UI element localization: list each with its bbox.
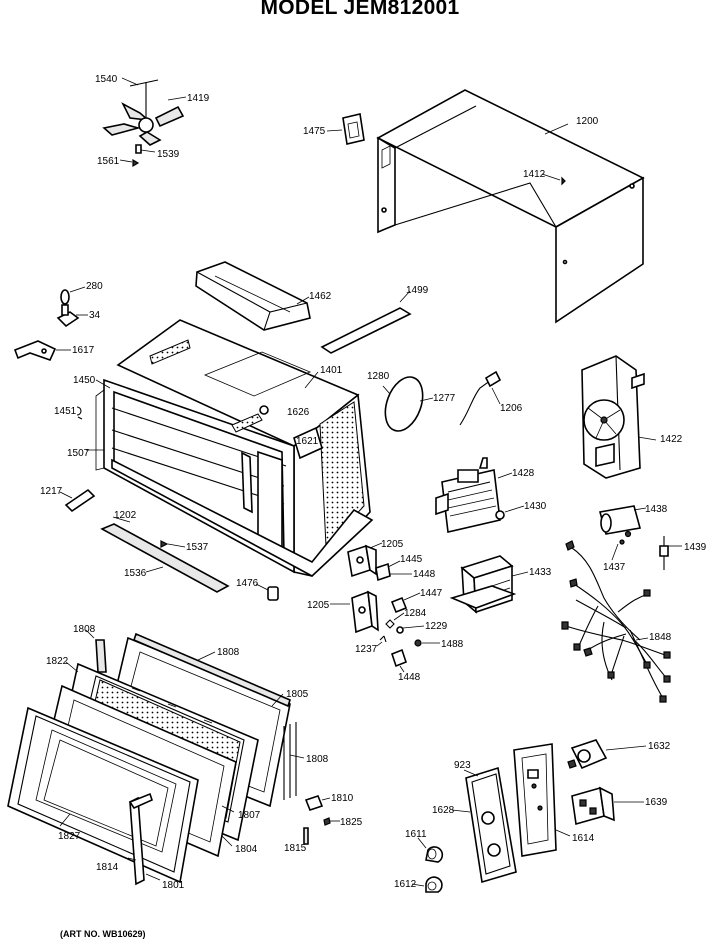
part-label: 1437 (603, 562, 626, 573)
part-label: 1536 (124, 568, 147, 579)
part-label: 1848 (649, 632, 672, 643)
part-label: 1448 (413, 569, 436, 580)
part-label: 1439 (684, 542, 707, 553)
part-label: 1280 (367, 371, 390, 382)
interlock-switches (330, 543, 420, 632)
pad-and-cord (378, 372, 500, 436)
timer-and-switch (568, 740, 646, 824)
part-label: 1617 (72, 345, 95, 356)
part-label: 1217 (40, 486, 63, 497)
cavity-hardware (60, 407, 228, 592)
oven-cavity-1401 (86, 320, 372, 576)
part-label: 1475 (303, 126, 326, 137)
part-label: 1815 (284, 843, 307, 854)
magnetron-1428 (436, 458, 524, 532)
part-label: 1539 (157, 149, 180, 160)
part-label: 1488 (441, 639, 464, 650)
part-label: 1438 (645, 504, 668, 515)
part-label: 1808 (73, 624, 96, 635)
part-label: 1561 (97, 156, 120, 167)
part-label: 1447 (420, 588, 443, 599)
transformer-1433 (452, 556, 528, 612)
part-label: 1804 (235, 844, 258, 855)
part-label: 1202 (114, 510, 137, 521)
part-label: 1621 (296, 436, 319, 447)
part-label: 1814 (96, 862, 119, 873)
part-label: 1476 (236, 578, 259, 589)
part-label: 1462 (309, 291, 332, 302)
part-label: 1639 (645, 797, 668, 808)
control-panel (452, 744, 570, 882)
part-label: 1430 (524, 501, 547, 512)
part-label: 1229 (425, 621, 448, 632)
part-label: 1801 (162, 880, 185, 891)
capacitor-diode (600, 506, 682, 570)
part-label: 1805 (286, 689, 309, 700)
part-label: 1237 (355, 644, 378, 655)
part-label: 1428 (512, 468, 535, 479)
part-label: 1507 (67, 448, 90, 459)
part-label: 1825 (340, 817, 363, 828)
part-label: 1810 (331, 793, 354, 804)
part-label: 1628 (432, 805, 455, 816)
part-label: 1626 (287, 407, 310, 418)
part-label: 1612 (394, 879, 417, 890)
bracket-1475 (327, 114, 364, 144)
lamp-socket-280-34 (58, 287, 88, 326)
part-label: 34 (89, 310, 101, 321)
part-label: 1827 (58, 831, 81, 842)
part-label: 1284 (404, 608, 427, 619)
part-label: 1614 (572, 833, 595, 844)
part-label: 1499 (406, 285, 429, 296)
art-number: (ART NO. WB10629) (60, 929, 146, 939)
part-label: 1611 (405, 829, 427, 840)
part-label: 1205 (307, 600, 330, 611)
door-hardware (304, 796, 340, 844)
part-label: 280 (86, 281, 103, 292)
wire-harness-1848 (562, 541, 670, 702)
part-label: 1807 (238, 810, 261, 821)
part-label: 1450 (73, 375, 96, 386)
spacer-1476 (256, 584, 278, 600)
switch-hardware (377, 613, 440, 672)
part-label: 1808 (217, 647, 240, 658)
part-label: 923 (454, 760, 471, 771)
part-label: 1205 (381, 539, 404, 550)
part-label: 1200 (576, 116, 599, 127)
fan-blade-assembly (104, 78, 186, 166)
part-label: 1206 (500, 403, 523, 414)
part-label: 1401 (320, 365, 343, 376)
part-label: 1412 (523, 169, 546, 180)
part-label: 1433 (529, 567, 552, 578)
part-label: 1537 (186, 542, 209, 553)
outer-cabinet-1200 (378, 90, 643, 322)
page-title: MODEL JEM812001 (260, 0, 460, 19)
part-label: 1277 (433, 393, 456, 404)
part-label: 1540 (95, 74, 118, 85)
air-duct-1462 (196, 262, 310, 330)
part-label: 1422 (660, 434, 683, 445)
part-label: 1822 (46, 656, 69, 667)
bracket-1617 (15, 341, 71, 360)
part-label: 1451 (54, 406, 77, 417)
part-label: 1808 (306, 754, 329, 765)
part-label: 1445 (400, 554, 423, 565)
part-label: 1632 (648, 741, 671, 752)
part-label: 1448 (398, 672, 421, 683)
strip-1499 (322, 291, 410, 353)
control-knobs (412, 838, 442, 892)
fan-motor-1422 (582, 356, 656, 478)
door-assembly (8, 630, 304, 884)
part-label: 1419 (187, 93, 210, 104)
